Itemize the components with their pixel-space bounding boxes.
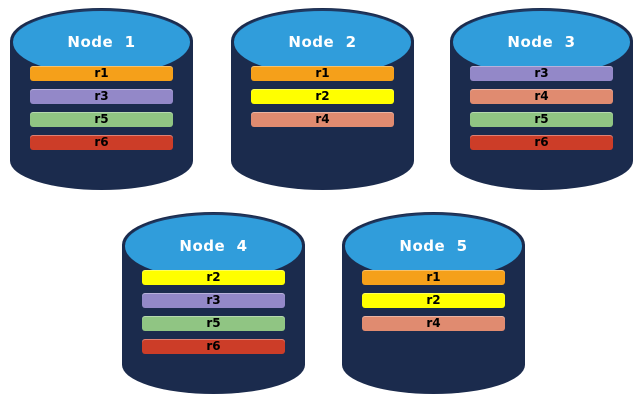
replica-label: r5	[94, 112, 109, 126]
replica-bar-r2[interactable]: r2	[142, 270, 285, 285]
replica-label: r6	[206, 339, 221, 353]
node-label: Node 2	[288, 32, 357, 51]
replica-label: r1	[426, 270, 441, 284]
replica-label: r4	[426, 316, 441, 330]
replica-bar-r2[interactable]: r2	[362, 293, 505, 308]
replica-list: r2 r3 r5 r6	[122, 270, 305, 354]
replica-bar-r2[interactable]: r2	[251, 89, 394, 104]
replica-label: r6	[94, 135, 109, 149]
replica-bar-r4[interactable]: r4	[470, 89, 613, 104]
node-label: Node 4	[179, 236, 248, 255]
replica-bar-r3[interactable]: r3	[30, 89, 173, 104]
replica-list: r3 r4 r5 r6	[450, 66, 633, 150]
cylinder-top-ellipse: Node 1	[12, 9, 191, 75]
node-5[interactable]: Node 5 r1 r2 r4	[342, 212, 525, 394]
replica-label: r3	[206, 293, 221, 307]
replica-bar-r1[interactable]: r1	[362, 270, 505, 285]
replica-label: r1	[94, 66, 109, 80]
node-4[interactable]: Node 4 r2 r3 r5 r6	[122, 212, 305, 394]
cylinder-top-ellipse: Node 3	[452, 9, 631, 75]
node-label: Node 5	[399, 236, 468, 255]
replica-bar-r1[interactable]: r1	[251, 66, 394, 81]
replica-list: r1 r2 r4	[342, 270, 525, 331]
replica-label: r4	[315, 112, 330, 126]
replica-bar-r4[interactable]: r4	[251, 112, 394, 127]
replica-bar-r6[interactable]: r6	[142, 339, 285, 354]
replica-list: r1 r2 r4	[231, 66, 414, 127]
cylinder-top-ellipse: Node 2	[233, 9, 412, 75]
node-2[interactable]: Node 2 r1 r2 r4	[231, 8, 414, 190]
cylinder-top-ellipse: Node 4	[124, 213, 303, 279]
replica-label: r4	[534, 89, 549, 103]
replica-bar-r3[interactable]: r3	[470, 66, 613, 81]
replica-bar-r5[interactable]: r5	[470, 112, 613, 127]
replica-label: r6	[534, 135, 549, 149]
replica-bar-r4[interactable]: r4	[362, 316, 505, 331]
node-3[interactable]: Node 3 r3 r4 r5 r6	[450, 8, 633, 190]
replica-bar-r6[interactable]: r6	[30, 135, 173, 150]
node-1[interactable]: Node 1 r1 r3 r5 r6	[10, 8, 193, 190]
replica-bar-r5[interactable]: r5	[142, 316, 285, 331]
replica-label: r1	[315, 66, 330, 80]
replica-label: r5	[534, 112, 549, 126]
replica-list: r1 r3 r5 r6	[10, 66, 193, 150]
replica-label: r3	[94, 89, 109, 103]
cylinder-top-ellipse: Node 5	[344, 213, 523, 279]
replica-bar-r1[interactable]: r1	[30, 66, 173, 81]
replica-bar-r3[interactable]: r3	[142, 293, 285, 308]
replica-label: r2	[315, 89, 330, 103]
replica-label: r2	[206, 270, 221, 284]
node-label: Node 3	[507, 32, 576, 51]
replica-label: r2	[426, 293, 441, 307]
replica-label: r3	[534, 66, 549, 80]
node-label: Node 1	[67, 32, 136, 51]
replica-bar-r6[interactable]: r6	[470, 135, 613, 150]
replica-label: r5	[206, 316, 221, 330]
replica-bar-r5[interactable]: r5	[30, 112, 173, 127]
